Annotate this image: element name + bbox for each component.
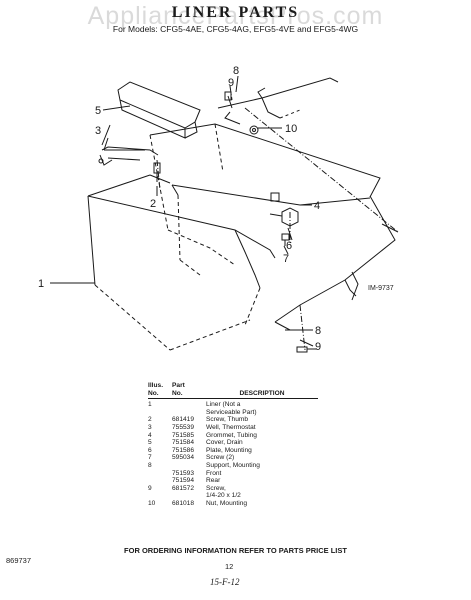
part-number-cell: 681572 — [172, 484, 195, 492]
part-number-cell — [172, 462, 206, 470]
parts-table-header-bottom: No. No. DESCRIPTION — [148, 390, 318, 398]
description-cell: Well, Thermostat — [206, 423, 256, 431]
support-screw — [296, 346, 316, 353]
table-row: 9 681572 Screw, — [148, 485, 318, 493]
alignment-lines — [156, 85, 399, 351]
document-id: 869737 — [6, 556, 32, 565]
part-number-cell: 681018 — [172, 499, 195, 507]
table-row: 3 755539 Well, Thermostat — [148, 424, 318, 432]
description-cell: Front — [206, 469, 222, 477]
description-cell: Grommet, Tubing — [206, 431, 257, 439]
leader-lines — [50, 75, 314, 347]
table-row: 2 681419 Screw, Thumb — [148, 416, 318, 424]
table-row: 4 751585 Grommet, Tubing — [148, 432, 318, 440]
description-cell: Nut, Mounting — [206, 499, 248, 507]
part-number-cell: 755539 — [172, 423, 195, 431]
mounting-nut — [249, 125, 259, 135]
watermark: AppliancePartsPros.com — [87, 2, 384, 30]
plate-screw — [281, 233, 290, 246]
table-row: 8 Support, Mounting — [148, 462, 318, 470]
liner-body — [87, 123, 381, 351]
rear-support — [217, 77, 339, 125]
part-number-cell: 751593 — [172, 469, 195, 477]
table-row: 751594 Rear — [148, 477, 318, 485]
callout-9-bottom: 9 — [315, 341, 321, 353]
header-illus: Illus. — [148, 382, 164, 389]
table-row: 751593 Front — [148, 470, 318, 478]
exploded-diagram: 1 2 3 4 5 6 7 8 9 10 8 9 IM-9737 — [38, 65, 399, 353]
illus-cell — [148, 470, 172, 478]
callout-9-top: 9 — [228, 77, 234, 89]
header-illus-no: No. — [148, 389, 159, 397]
illus-cell: 2 — [148, 416, 152, 424]
illus-cell: 7 — [148, 454, 152, 462]
illus-cell: 6 — [148, 446, 152, 454]
callout-6: 6 — [286, 240, 292, 252]
illus-cell — [148, 409, 172, 417]
illus-cell: 4 — [148, 431, 152, 439]
description-cell: 1/4-20 x 1/2 — [206, 492, 241, 500]
part-number-cell: 595034 — [172, 454, 195, 462]
illus-cell: 5 — [148, 439, 152, 447]
illus-cell: 10 — [148, 499, 156, 507]
description-cell: Cover, Drain — [206, 439, 243, 447]
table-row: Serviceable Part) — [148, 409, 318, 417]
part-number-cell: 751586 — [172, 446, 195, 454]
model-list: For Models: CFG5-4AE, CFG5-4AG, EFG5-4VE… — [112, 24, 359, 34]
thermostat-well — [98, 146, 159, 166]
parts-table: Illus. Part No. No. DESCRIPTION 1 Liner (… — [148, 382, 318, 508]
callout-8-top: 8 — [233, 65, 239, 77]
callout-1: 1 — [38, 278, 44, 290]
illus-cell: 9 — [148, 484, 152, 492]
table-row: 10 681018 Nut, Mounting — [148, 500, 318, 508]
description-cell: Screw, — [206, 484, 226, 492]
page-title: LINER PARTS — [171, 4, 300, 21]
part-number-cell: 751594 — [172, 477, 195, 485]
table-row: 6 751586 Plate, Mounting — [148, 447, 318, 455]
part-number-cell: 681419 — [172, 416, 195, 424]
table-row: 5 751584 Cover, Drain — [148, 439, 318, 447]
parts-table-header-top: Illus. Part — [148, 382, 318, 390]
handwritten-note: 15-F-12 — [210, 577, 240, 587]
description-cell: Screw, Thumb — [206, 416, 249, 424]
part-number-cell — [172, 401, 206, 409]
header-part-no: No. — [172, 389, 183, 397]
part-number-cell — [172, 492, 206, 500]
part-number-cell: 751584 — [172, 439, 195, 447]
callout-7: 7 — [283, 253, 289, 265]
callout-10: 10 — [285, 123, 297, 135]
table-row: 7 595034 Screw (2) — [148, 454, 318, 462]
callout-8-bottom: 8 — [315, 325, 321, 337]
page-number: 12 — [225, 562, 234, 571]
description-cell: Rear — [206, 477, 221, 485]
illus-cell: 1 — [148, 401, 152, 409]
mounting-plate — [270, 192, 280, 202]
callout-5: 5 — [95, 105, 101, 117]
drain-cover — [117, 81, 201, 139]
part-number-cell: 751585 — [172, 431, 195, 439]
description-cell: Serviceable Part) — [206, 408, 257, 416]
callout-4: 4 — [314, 200, 320, 212]
front-support — [274, 195, 399, 331]
table-row: 1/4-20 x 1/2 — [148, 492, 318, 500]
callout-2: 2 — [150, 198, 156, 210]
illus-cell: 3 — [148, 423, 152, 431]
header-part: Part — [172, 382, 185, 389]
description-cell: Liner (Not a — [206, 401, 241, 409]
table-row: 1 Liner (Not a — [148, 401, 318, 409]
tubing-grommet — [269, 207, 299, 227]
callout-labels: 1 2 3 4 5 6 7 8 9 10 8 9 IM-9737 — [38, 65, 394, 353]
illus-cell: 8 — [148, 461, 152, 469]
description-cell: Plate, Mounting — [206, 446, 252, 454]
header-description: DESCRIPTION — [239, 389, 285, 397]
illus-cell — [148, 492, 172, 500]
description-cell: Screw (2) — [206, 454, 235, 462]
description-cell: Support, Mounting — [206, 461, 260, 469]
illus-cell — [148, 477, 172, 485]
ordering-info: FOR ORDERING INFORMATION REFER TO PARTS … — [124, 546, 347, 555]
callout-3: 3 — [95, 125, 101, 137]
figure-code: IM-9737 — [368, 285, 394, 292]
part-number-cell — [172, 409, 206, 417]
